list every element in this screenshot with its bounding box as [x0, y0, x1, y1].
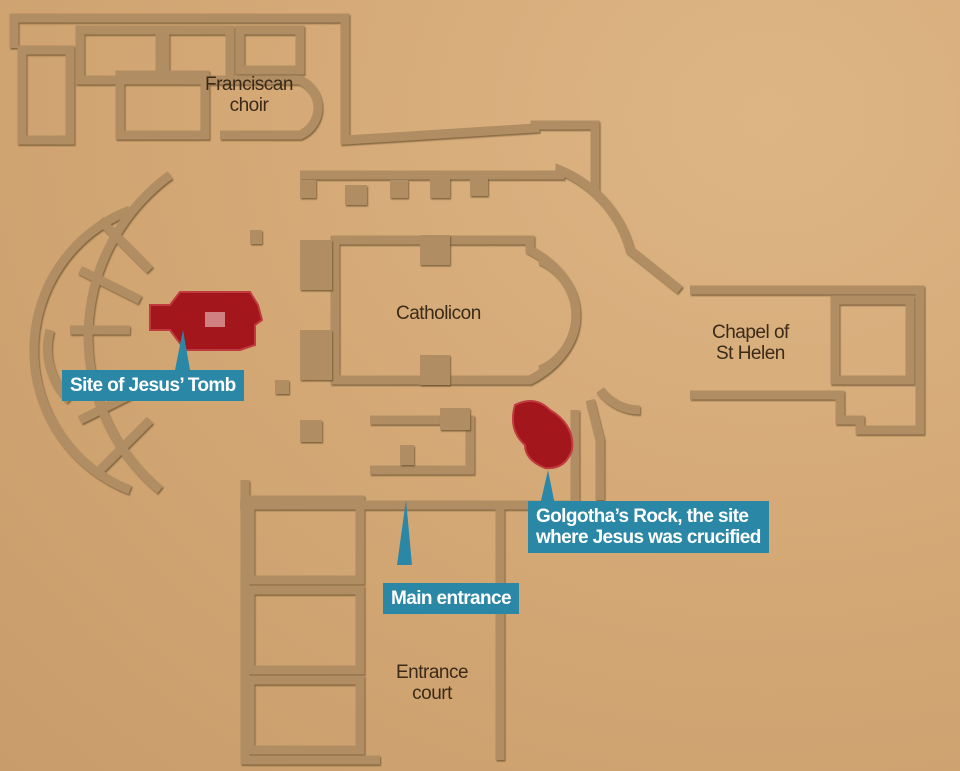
callout-golgotha-rock: Golgotha’s Rock, the site where Jesus wa…: [528, 501, 769, 553]
golgotha-rock-highlight: [512, 400, 574, 470]
label-franciscan-choir: Franciscan choir: [205, 74, 293, 116]
pillars: [250, 178, 488, 465]
label-catholicon: Catholicon: [396, 303, 481, 324]
jesus-tomb-highlight: [149, 291, 264, 351]
walls: [9, 13, 925, 765]
label-entrance-court: Entrance court: [396, 662, 469, 704]
callout-jesus-tomb: Site of Jesus’ Tomb: [62, 370, 244, 401]
callout-main-entrance: Main entrance: [383, 583, 519, 614]
label-chapel-st-helen: Chapel of St Helen: [712, 322, 789, 364]
callout-pointers: [175, 330, 555, 565]
